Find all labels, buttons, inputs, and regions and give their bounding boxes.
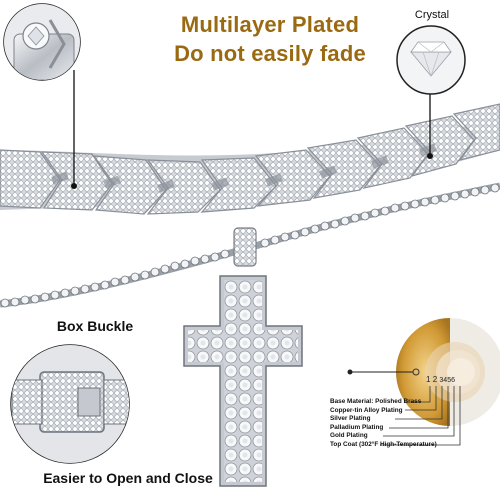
headline-line-2: Do not easily fade [174,41,366,66]
layer-item: Silver Plating [330,415,371,423]
clasp-zoom-circle [3,3,81,189]
layer-item: Palladium Plating [330,423,384,431]
headline-line-1: Multilayer Plated [180,12,360,37]
cross-pendant [183,227,303,487]
layer-number: 1 [426,375,431,384]
layer-number: 2 [432,375,438,384]
box-buckle-label: Box Buckle [56,318,134,334]
crystal-label: Crystal [414,9,450,21]
layer-numbers: 1 2 3456 [426,375,455,384]
plating-layers-diagram [347,318,500,446]
crystal-zoom-circle [396,25,466,159]
layer-number: 6 [451,377,455,384]
layer-item: Gold Plating [330,432,368,440]
easy-open-label: Easier to Open and Close [43,470,213,486]
layer-item: Top Coat (302°F High-Temperature) [330,440,437,448]
cuban-link-chain [0,103,500,215]
layer-number: 3 [439,377,444,384]
tennis-chain [0,182,500,308]
layer-item: Base Material: Polished Brass [330,398,422,405]
layer-number: 5 [447,377,452,384]
layer-number: 4 [443,377,448,384]
layer-item: Copper-tin Alloy Plating [330,406,403,414]
box-buckle-zoom-circle [10,344,130,464]
plating-layer-list: Base Material: Polished Brass Copper-tin… [330,398,500,450]
